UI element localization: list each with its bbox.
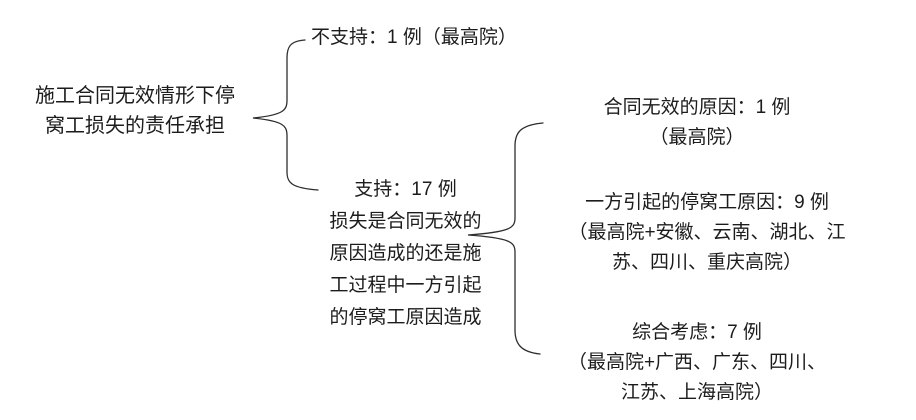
support-node-line: 损失是合同无效的 (329, 211, 482, 232)
support-node-line: 工过程中一方引起 (329, 275, 482, 296)
root-brace-icon (252, 39, 319, 191)
comprehensive-consideration-node-line: 江苏、上海高院） (620, 382, 773, 403)
comprehensive-consideration-node-line: 综合考虑：7 例 (632, 322, 762, 343)
support-node-line: 原因造成的还是施 (329, 243, 482, 264)
not-support-node-line: 不支持：1 例（最高院） (311, 27, 517, 48)
support-brace-icon (467, 122, 544, 355)
comprehensive-consideration-node-line: （最高院+广西、广东、四川、 (567, 352, 827, 373)
support-node-line: 支持：17 例 (354, 179, 457, 200)
cause-one-party-node-line: 一方引起的停窝工原因：9 例 (585, 192, 829, 213)
root-node-line: 窝工损失的责任承担 (45, 115, 225, 137)
support-node-line: 的停窝工原因造成 (329, 307, 482, 328)
comprehensive-consideration-node: 综合考虑：7 例 （最高院+广西、广东、四川、 江苏、上海高院） (547, 318, 847, 408)
root-node: 施工合同无效情形下停 窝工损失的责任承担 (25, 81, 245, 141)
support-node: 支持：17 例 损失是合同无效的 原因造成的还是施 工过程中一方引起 的停窝工原… (293, 174, 518, 334)
cause-one-party-node: 一方引起的停窝工原因：9 例 （最高院+安徽、云南、湖北、江 苏、四川、重庆高院… (557, 188, 857, 278)
cause-invalid-contract-node-line: 合同无效的原因：1 例 (603, 97, 791, 118)
not-support-node: 不支持：1 例（最高院） (311, 23, 517, 53)
cause-invalid-contract-node: 合同无效的原因：1 例 （最高院） (577, 93, 817, 153)
root-node-line: 施工合同无效情形下停 (35, 85, 235, 107)
cause-invalid-contract-node-line: （最高院） (649, 127, 745, 148)
cause-one-party-node-line: （最高院+安徽、云南、湖北、江 (568, 222, 846, 243)
cause-one-party-node-line: 苏、四川、重庆高院） (611, 252, 802, 273)
